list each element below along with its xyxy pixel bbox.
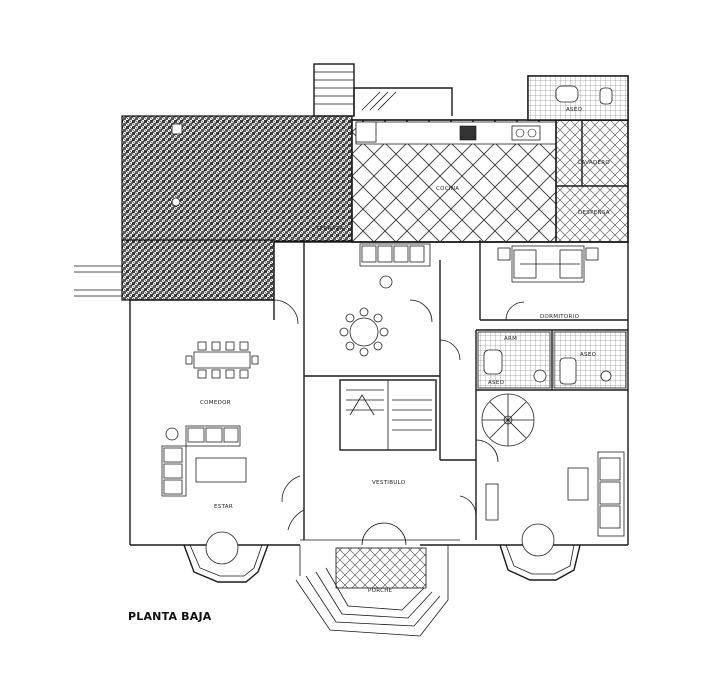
doors <box>273 299 525 546</box>
plan-title: PLANTA BAJA <box>128 610 212 623</box>
bedroom-bed <box>497 245 599 283</box>
terrace-steps <box>74 265 122 297</box>
label-estar: ESTAR <box>214 504 233 510</box>
label-lavadero: LAVADERO <box>578 160 610 166</box>
bay-window-right <box>499 523 581 581</box>
label-dormitorio: DORMITORIO <box>540 314 580 320</box>
label-comedor: COMEDOR <box>200 400 231 406</box>
label-aseo-right: ASEO <box>580 352 597 358</box>
porch <box>295 539 460 637</box>
label-aseo-top: ASEO <box>566 107 583 113</box>
label-terraza: TERRAZA <box>315 226 344 232</box>
utility-area <box>527 75 629 243</box>
bathrooms <box>477 331 627 389</box>
label-porche: PORCHE <box>368 588 393 594</box>
terrace-area <box>121 115 353 301</box>
round-dining-table <box>339 307 389 357</box>
right-sofas <box>485 451 625 537</box>
dining-table <box>185 341 259 379</box>
living-sofas <box>161 425 247 497</box>
exterior-stairs-top <box>313 63 453 117</box>
label-cocina: COCINA <box>436 186 459 192</box>
spiral-staircase <box>481 393 535 447</box>
label-aseo-left: ASEO <box>488 380 505 386</box>
hall-seating <box>359 243 431 289</box>
label-despensa: DESPENSA <box>578 210 610 216</box>
interior-walls <box>130 240 628 540</box>
central-staircase <box>339 379 437 451</box>
label-arm: ARM <box>504 336 517 342</box>
bay-window-left <box>183 531 269 583</box>
label-vestibulo: VESTIBULO <box>372 480 406 486</box>
kitchen-area <box>351 119 559 243</box>
